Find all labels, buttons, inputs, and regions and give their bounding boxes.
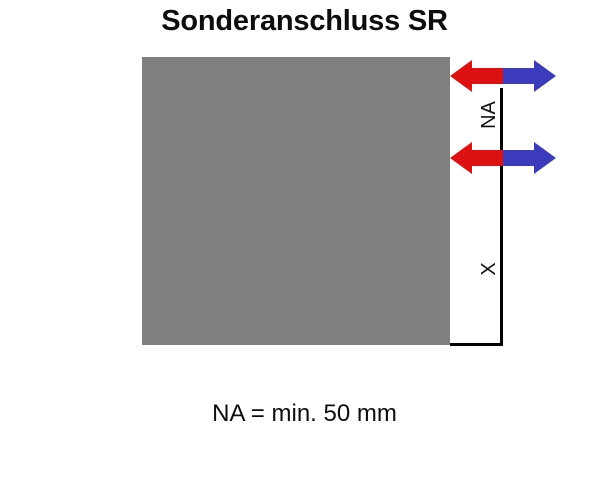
red-left-arrow-icon: [450, 58, 503, 94]
dimension-label-x: X: [478, 262, 500, 276]
page-title: Sonderanschluss SR: [161, 5, 448, 37]
dimension-line-vertical: [500, 88, 503, 346]
gray-panel-shape: [142, 57, 450, 345]
dimension-line-horizontal: [450, 343, 503, 346]
caption-note: NA = min. 50 mm: [212, 400, 397, 427]
arrow-pair-bottom: [450, 140, 556, 176]
dimension-label-na: NA: [478, 101, 500, 129]
blue-right-arrow-icon: [503, 58, 556, 94]
arrow-pair-top: [450, 58, 556, 94]
blue-right-arrow-icon: [503, 140, 556, 176]
red-left-arrow-icon: [450, 140, 503, 176]
